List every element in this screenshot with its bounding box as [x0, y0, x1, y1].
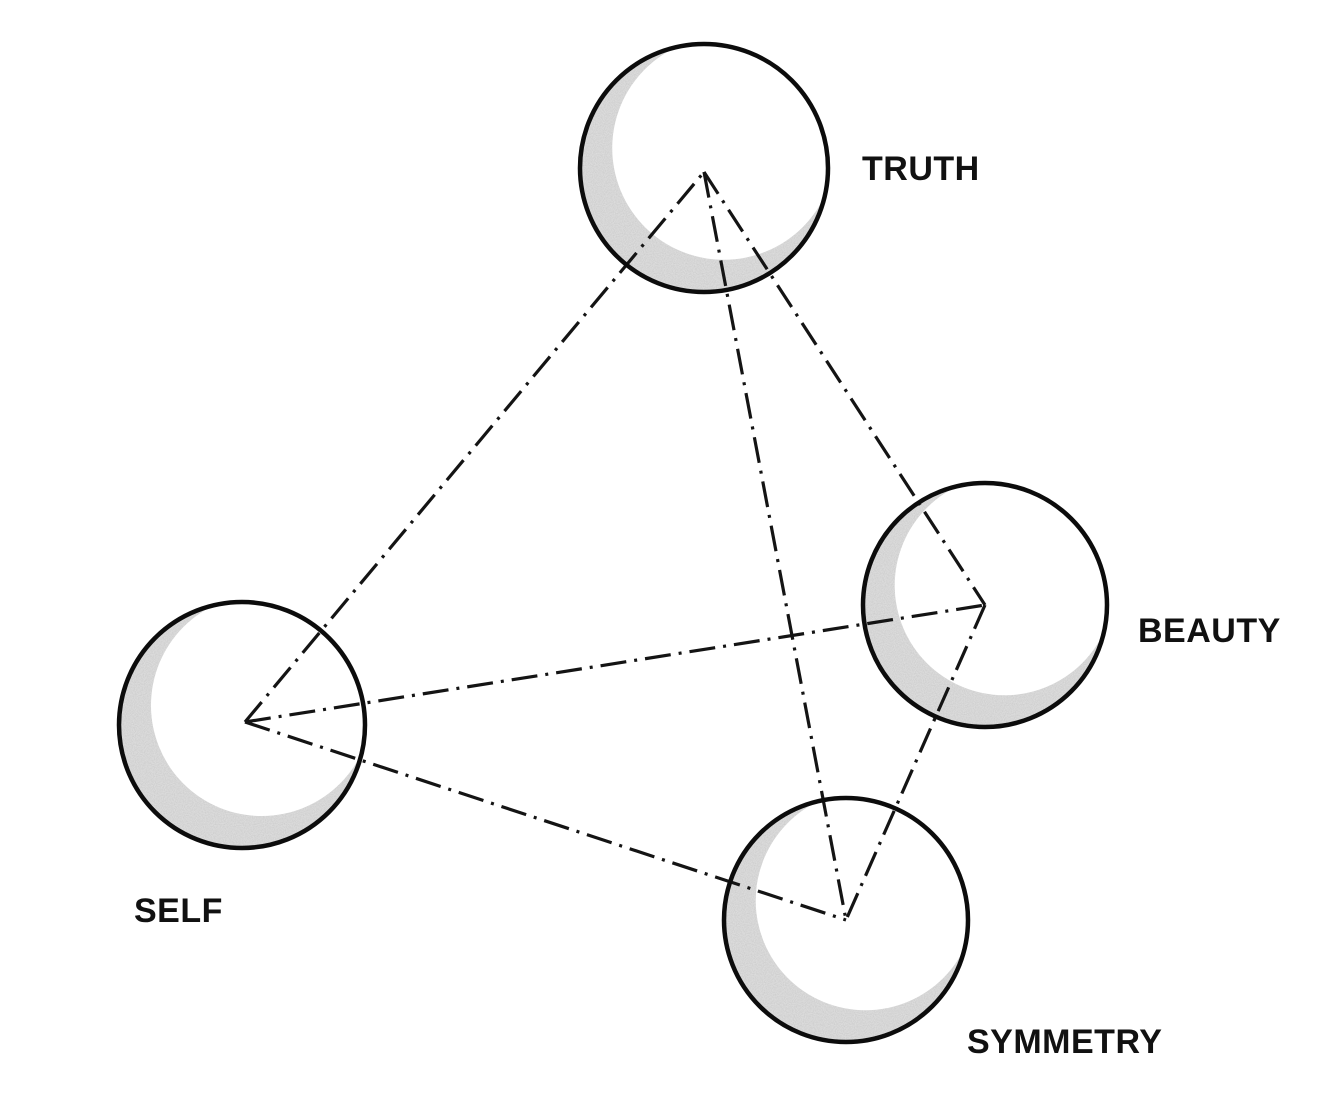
edge-self-truth [243, 170, 706, 724]
label-beauty: BEAUTY [1138, 612, 1281, 650]
edge-self-symmetry [244, 720, 847, 922]
edge-beauty-symmetry [844, 604, 987, 921]
sphere-outline-truth [577, 41, 831, 295]
sphere-shading [119, 602, 365, 848]
edge-truth-symmetry [702, 171, 848, 921]
sphere-outline-self [116, 599, 368, 851]
sphere-beauty [863, 483, 1107, 727]
sphere-shading [580, 44, 828, 292]
label-symmetry: SYMMETRY [967, 1023, 1162, 1061]
sphere-outline-beauty [860, 480, 1110, 730]
edge-truth-beauty [702, 171, 987, 606]
sphere-shading [724, 798, 968, 1042]
label-self: SELF [134, 892, 223, 930]
sphere-outline-symmetry [721, 795, 971, 1045]
label-truth: TRUTH [862, 150, 980, 188]
sphere-symmetry [724, 798, 968, 1042]
sphere-truth [580, 44, 828, 292]
edge-self-beauty [244, 603, 986, 724]
sphere-self [119, 602, 365, 848]
sphere-shading [863, 483, 1107, 727]
